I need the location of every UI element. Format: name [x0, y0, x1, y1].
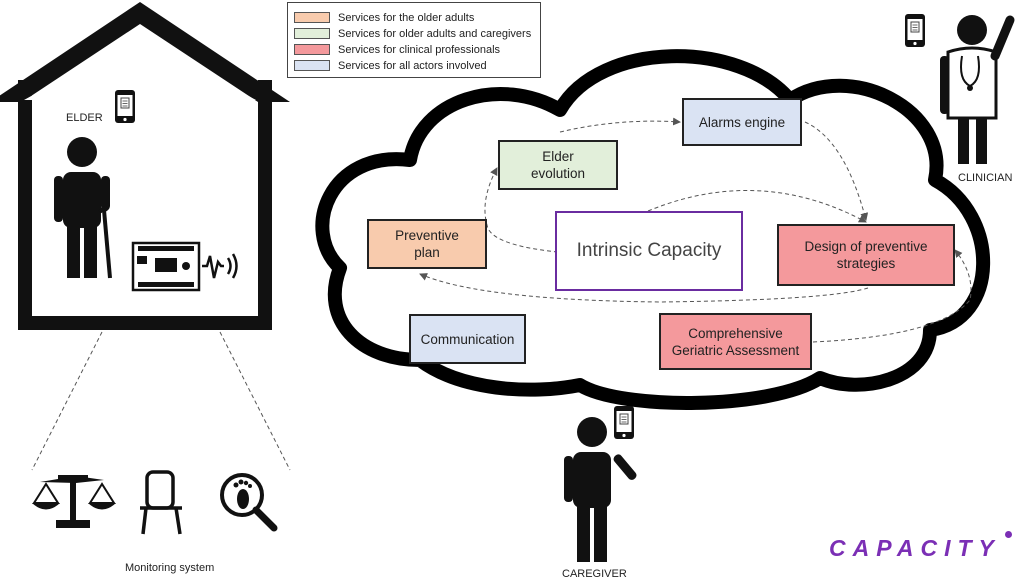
arrow-ic-to-evolution: [484, 167, 559, 253]
alarms-engine-box[interactable]: Alarms engine: [682, 98, 802, 146]
capacity-logo: CAPACITY: [829, 531, 1012, 562]
legend-swatch: [294, 60, 330, 71]
legend-label: Services for all actors involved: [338, 59, 487, 72]
wireless-signal-icon: [202, 253, 238, 279]
legend-swatch: [294, 44, 330, 55]
logo-dot: [1005, 531, 1012, 538]
arrow-design-to-plan: [419, 273, 869, 303]
preventive-plan-box[interactable]: Preventive plan: [367, 219, 487, 269]
monitoring-system-label: Monitoring system: [125, 562, 215, 574]
legend-item: Services for older adults and caregivers: [294, 27, 531, 40]
arrow-evolution-to-alarms: [559, 117, 681, 133]
clinician-icon: [940, 15, 1015, 164]
phone-icon: [904, 13, 926, 48]
elder-evolution-label-line1: Elder: [542, 149, 574, 164]
arduino-board-icon: [131, 241, 201, 292]
chair-icon: [140, 470, 182, 535]
footprint-search-icon: [220, 473, 278, 532]
house-icon: [0, 2, 290, 330]
preventive-plan-label-line2: plan: [414, 245, 440, 260]
elder-person-icon: [54, 137, 112, 279]
legend-label: Services for older adults and caregivers: [338, 27, 532, 40]
preventive-plan-label-line1: Preventive: [395, 228, 459, 243]
design-strategies-label-line2: strategies: [836, 256, 896, 271]
design-strategies-label-line1: Design of preventive: [804, 239, 928, 254]
cga-label-line1: Comprehensive: [688, 325, 783, 341]
caregiver-label: CAREGIVER: [562, 568, 627, 580]
cga-box[interactable]: Comprehensive Geriatric Assessment: [659, 313, 812, 370]
communication-label: Communication: [420, 331, 515, 347]
phone-icon: [114, 89, 136, 124]
legend-item: Services for clinical professionals: [294, 43, 500, 56]
arrow-alarms-to-design: [804, 121, 869, 221]
legend-item: Services for the older adults: [294, 11, 474, 24]
phone-icon: [613, 405, 635, 440]
elder-label: ELDER: [66, 112, 103, 124]
design-preventive-strategies-box[interactable]: Design of preventive strategies: [777, 224, 955, 286]
communication-box[interactable]: Communication: [409, 314, 526, 364]
legend-label: Services for the older adults: [338, 11, 475, 24]
intrinsic-capacity-box[interactable]: Intrinsic Capacity: [555, 211, 743, 291]
clinician-label: CLINICIAN: [958, 172, 1013, 184]
arrow-ic-to-design: [647, 189, 867, 223]
capacity-logo-text: CAPACITY: [829, 535, 1001, 561]
caregiver-icon: [564, 417, 637, 562]
legend: Services for the older adults Services f…: [287, 2, 541, 78]
flow-arrows: [419, 117, 972, 343]
intrinsic-capacity-label: Intrinsic Capacity: [576, 240, 722, 261]
legend-swatch: [294, 28, 330, 39]
scale-icon: [32, 475, 116, 528]
elder-evolution-box[interactable]: Elder evolution: [498, 140, 618, 190]
cga-label-line2: Geriatric Assessment: [671, 342, 800, 358]
legend-label: Services for clinical professionals: [338, 43, 501, 56]
elder-evolution-label-line2: evolution: [530, 166, 586, 181]
legend-item: Services for all actors involved: [294, 59, 487, 72]
alarms-engine-label: Alarms engine: [698, 114, 786, 130]
legend-swatch: [294, 12, 330, 23]
